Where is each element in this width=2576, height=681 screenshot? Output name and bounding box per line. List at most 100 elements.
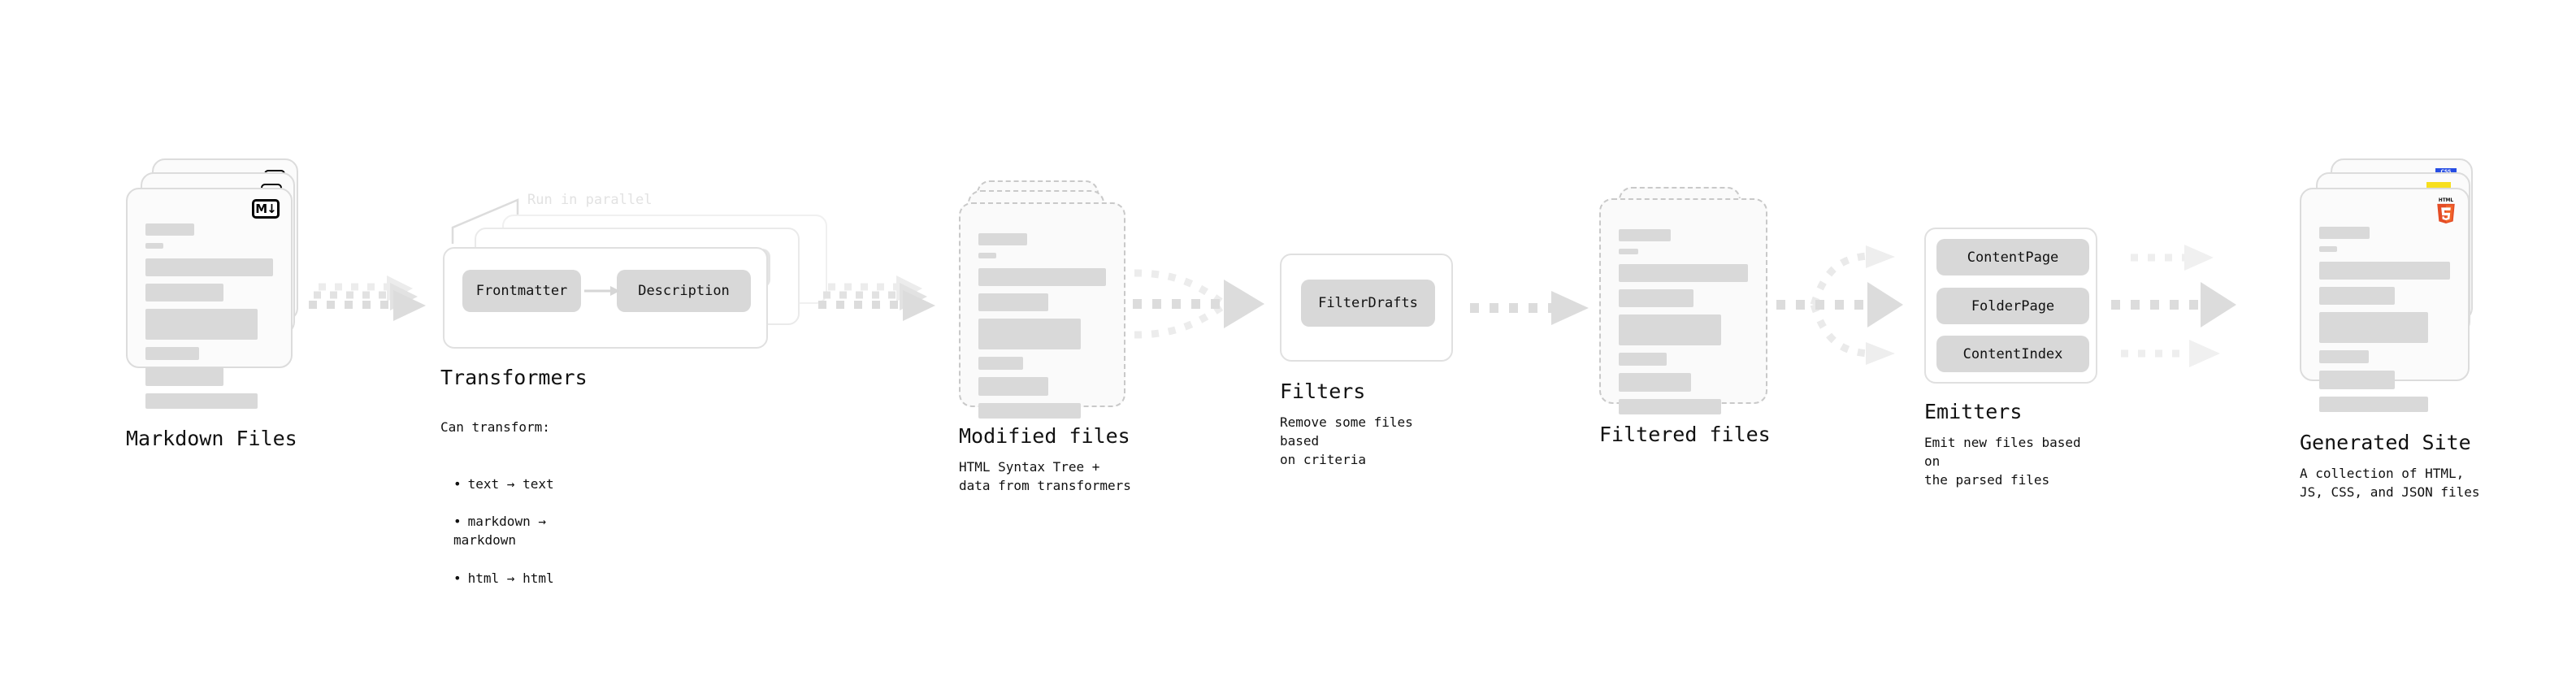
stage-modified-files: Modified files HTML Syntax Tree + data f… (959, 180, 1146, 493)
list-item: markdown → markdown (453, 512, 588, 549)
filtered-files-title: Filtered files (1599, 423, 1771, 446)
generated-site-title: Generated Site (2300, 431, 2471, 454)
html5-icon: HTML (2434, 196, 2458, 223)
card-skeleton (145, 223, 273, 416)
stage-filters: FilterDrafts Filters Remove some files b… (1280, 254, 1453, 467)
filters-subtitle: Remove some files based on criteria (1280, 414, 1413, 468)
html5-shield-icon: HTML (2437, 198, 2455, 223)
stage-markdown-files: M↓ M↓ M↓ (126, 158, 313, 450)
skeleton-bar (145, 223, 194, 236)
generated-site-stack: CSS HTML (2300, 158, 2503, 435)
skeleton-bar (1619, 229, 1671, 241)
dashed-arrow-parallel-icon (2111, 245, 2236, 367)
svg-text:HTML: HTML (2439, 198, 2454, 203)
filters-caption: Filters Remove some files based on crite… (1280, 380, 1453, 470)
skeleton-bar (1619, 399, 1721, 414)
skeleton-bar (2319, 227, 2370, 239)
skeleton-bar (1619, 353, 1667, 366)
pill-contentindex[interactable]: ContentIndex (1936, 336, 2089, 372)
skeleton-bar (1619, 314, 1721, 345)
filtered-card-front[interactable] (1599, 198, 1767, 414)
skeleton-bar (1619, 289, 1694, 307)
skeleton-bar (978, 319, 1081, 349)
connector-filtered-to-emitters (1772, 232, 1918, 378)
connector-markdown-to-transformers (307, 272, 437, 329)
transformers-caption: Transformers Can transform: text → text … (440, 366, 588, 625)
dashed-arrow-icon (1470, 291, 1589, 325)
card-skeleton (2319, 227, 2450, 419)
skeleton-bar (2319, 397, 2428, 412)
parallel-bracket-icon (451, 198, 519, 244)
skeleton-bar (2319, 246, 2337, 252)
skeleton-bar (1619, 249, 1638, 254)
stage-filtered-files: Filtered files (1599, 187, 1786, 446)
markdown-file-stack: M↓ M↓ M↓ (126, 158, 313, 427)
emitters-caption: Emitters Emit new files based on the par… (1924, 400, 2097, 490)
emitters-box[interactable]: ContentPage FolderPage ContentIndex (1924, 228, 2097, 384)
markdown-files-title: Markdown Files (126, 427, 297, 450)
filters-box[interactable]: FilterDrafts (1280, 254, 1453, 362)
skeleton-bar (978, 377, 1049, 396)
connector-emitters-to-site (2105, 232, 2259, 378)
run-in-parallel-label: Run in parallel (527, 192, 653, 208)
filters-title: Filters (1280, 380, 1366, 403)
pill-frontmatter[interactable]: Frontmatter (462, 270, 581, 312)
fan-out-arrow-icon (1776, 245, 1903, 365)
dashed-arrow-stack-icon (309, 275, 426, 321)
css3-icon: CSS (2435, 168, 2457, 176)
skeleton-bar (2319, 262, 2450, 280)
stage-emitters: ContentPage FolderPage ContentIndex Emit… (1924, 228, 2097, 488)
skeleton-bar (145, 393, 258, 409)
skeleton-bar (2319, 350, 2370, 363)
markdown-card-front[interactable]: M↓ (126, 188, 293, 409)
connector-filters-to-filtered (1467, 288, 1597, 329)
skeleton-bar (2319, 312, 2428, 343)
css-badge-label: CSS (2435, 168, 2457, 176)
filtered-file-stack (1599, 187, 1786, 423)
skeleton-bar (978, 233, 1027, 245)
skeleton-bar (978, 253, 996, 258)
emitters-subtitle: Emit new files based on the parsed files (1924, 435, 2081, 488)
modified-files-subtitle: HTML Syntax Tree + data from transformer… (959, 459, 1131, 494)
markdown-caption: Markdown Files (126, 427, 297, 450)
transformers-bullet-list: text → text markdown → markdown html → h… (440, 456, 588, 607)
modified-file-stack (959, 180, 1146, 419)
html-file-card[interactable]: HTML (2300, 188, 2470, 412)
skeleton-bar (1619, 264, 1748, 282)
markdown-icon: M↓ (252, 199, 280, 219)
skeleton-bar (145, 347, 199, 360)
skeleton-bar (2319, 287, 2396, 305)
emitters-title: Emitters (1924, 400, 2023, 423)
skeleton-bar (978, 268, 1106, 286)
pill-contentpage[interactable]: ContentPage (1936, 239, 2089, 275)
modified-files-caption: Modified files HTML Syntax Tree + data f… (959, 424, 1131, 495)
skeleton-bar (978, 403, 1081, 419)
list-item: html → html (453, 569, 588, 588)
list-item: text → text (453, 475, 588, 493)
skeleton-bar (145, 258, 273, 276)
skeleton-bar (978, 357, 1023, 370)
modified-files-title: Modified files (959, 424, 1130, 448)
skeleton-bar (145, 309, 258, 340)
generated-site-caption: Generated Site A collection of HTML, JS,… (2300, 431, 2480, 501)
skeleton-bar (1619, 373, 1692, 392)
card-skeleton (978, 233, 1106, 426)
pill-folderpage[interactable]: FolderPage (1936, 288, 2089, 324)
skeleton-bar (2319, 371, 2396, 389)
card-skeleton (1619, 229, 1748, 422)
transformer-card-front[interactable]: Frontmatter Description (443, 247, 768, 349)
transformers-title: Transformers (440, 366, 588, 389)
connector-modified-to-filters (1130, 252, 1284, 366)
transformers-subtitle: Can transform: text → text markdown → ma… (440, 399, 588, 625)
pill-filterdrafts[interactable]: FilterDrafts (1301, 280, 1435, 327)
skeleton-bar (145, 284, 223, 301)
skeleton-bar (145, 243, 163, 249)
filtered-files-caption: Filtered files (1599, 423, 1771, 446)
merge-arrow-icon (1133, 269, 1264, 339)
transformers-subtitle-lead: Can transform: (440, 419, 550, 436)
pill-description[interactable]: Description (617, 270, 751, 312)
modified-card-front[interactable] (959, 202, 1125, 419)
skeleton-bar (978, 293, 1049, 311)
arrow-icon (584, 286, 620, 296)
